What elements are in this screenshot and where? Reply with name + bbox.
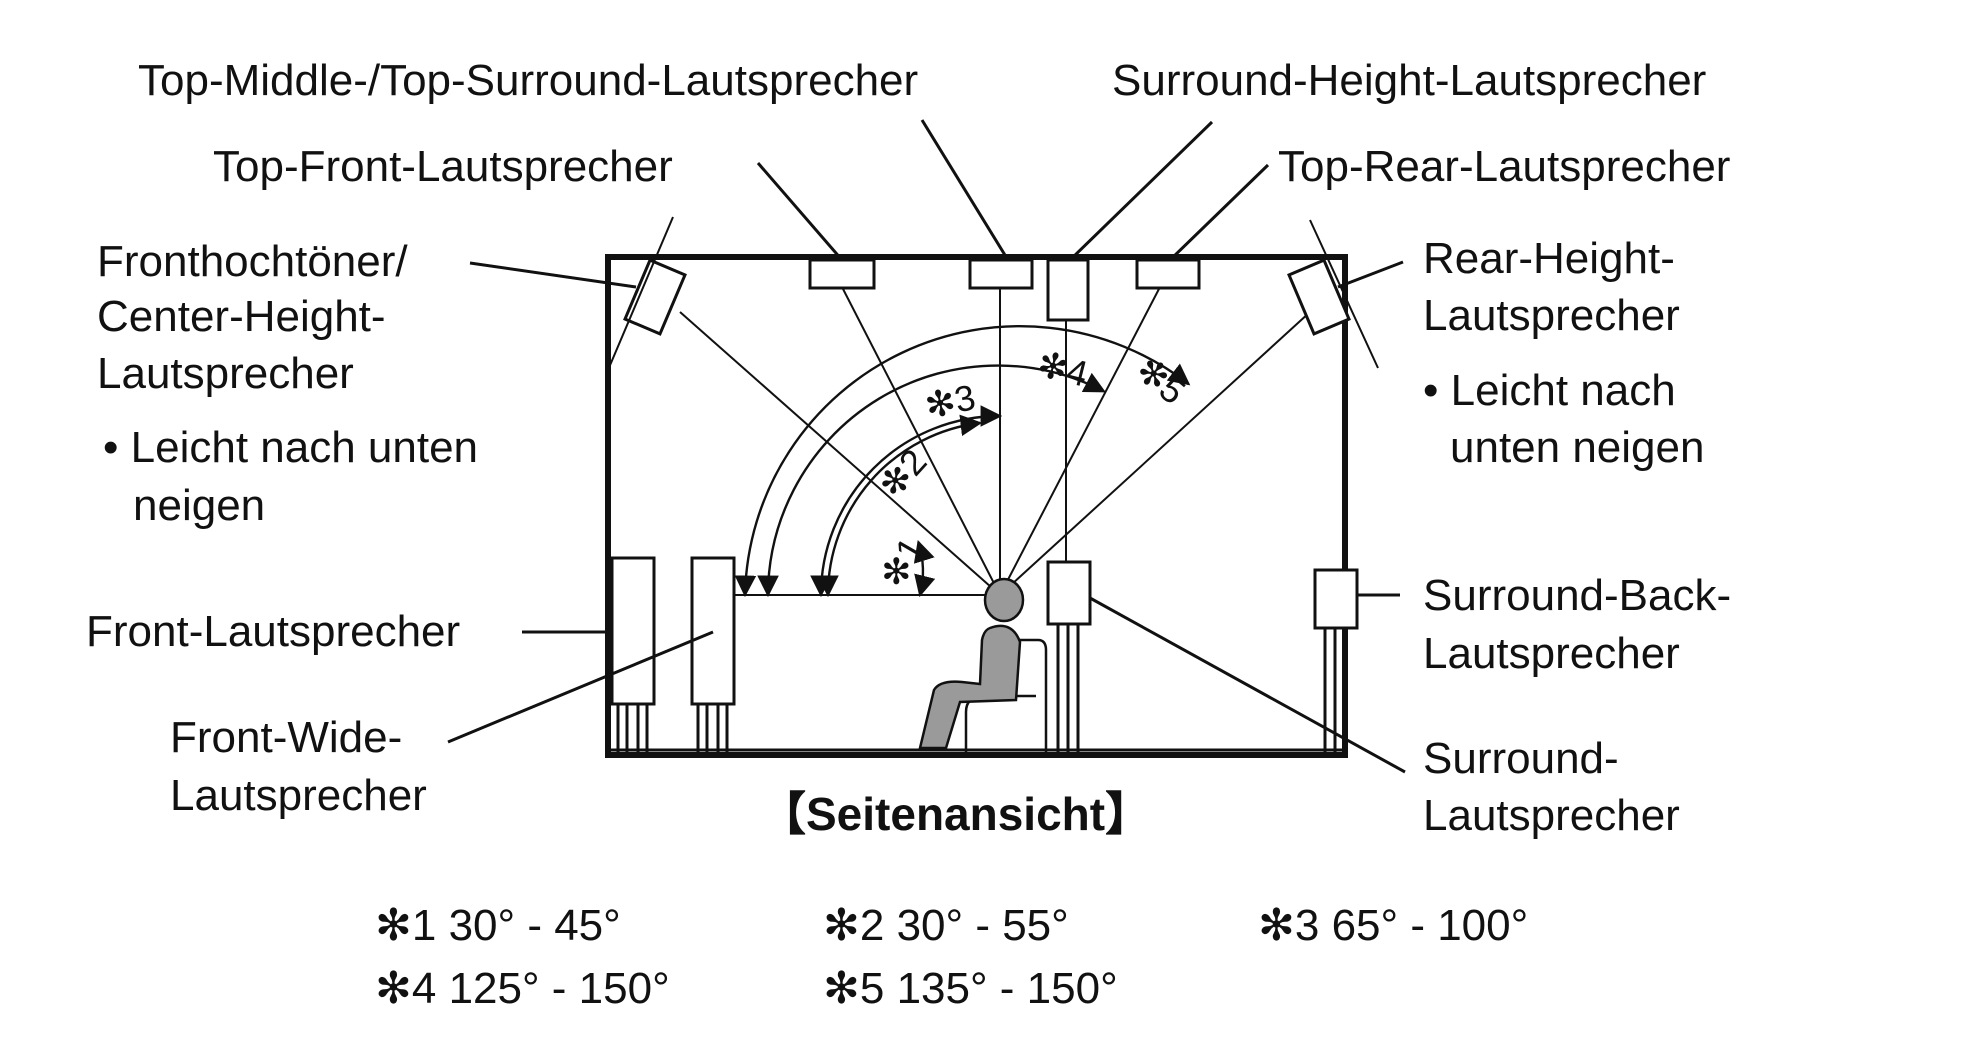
- label-surround-line-2: Lautsprecher: [1423, 791, 1680, 840]
- label-front-height-line-3: Lautsprecher: [97, 349, 354, 398]
- ceiling-speakers: [808, 258, 1201, 322]
- top-rear-speaker: [1135, 258, 1201, 290]
- label-surround-height: Surround-Height-Lautsprecher: [1112, 56, 1706, 105]
- surround-height-speaker: [1046, 258, 1090, 322]
- front-wide-speaker: [690, 556, 736, 752]
- label-front: Front-Lautsprecher: [86, 607, 460, 656]
- angle-mark-4: ✻4: [1033, 343, 1092, 395]
- angle-legend-1: ✻1 30° - 45°: [375, 901, 621, 950]
- top-middle-speaker: [968, 258, 1034, 290]
- note-rear-height-line-1: • Leicht nach: [1423, 366, 1676, 415]
- angle-legend-3: ✻3 65° - 100°: [1258, 901, 1528, 950]
- label-rear-height-line-2: Lautsprecher: [1423, 291, 1680, 340]
- front-height-speaker: [623, 258, 687, 336]
- angle-legend-5: ✻5 135° - 150°: [823, 964, 1118, 1013]
- label-front-wide-line-1: Front-Wide-: [170, 713, 402, 762]
- label-top-rear: Top-Rear-Lautsprecher: [1278, 142, 1730, 191]
- angle-mark-5: ✻5: [1129, 349, 1194, 413]
- room-outline: [605, 254, 1348, 758]
- note-front-height-line-2: neigen: [133, 481, 265, 530]
- note-rear-height-line-2: unten neigen: [1450, 423, 1704, 472]
- front-speaker: [610, 556, 656, 752]
- note-front-height-line-1: • Leicht nach unten: [103, 423, 478, 472]
- top-front-speaker: [808, 258, 876, 290]
- label-front-height-line-1: Fronthochtöner/: [97, 237, 408, 286]
- angle-legend-4: ✻4 125° - 150°: [375, 964, 670, 1013]
- view-title: 【Seitenansicht】: [760, 788, 1151, 840]
- label-front-wide-line-2: Lautsprecher: [170, 771, 427, 820]
- label-top-front: Top-Front-Lautsprecher: [213, 142, 673, 191]
- rear-height-speaker: [1287, 258, 1351, 336]
- sight-lines: [679, 286, 1311, 596]
- angle-legend-2: ✻2 30° - 55°: [823, 901, 1069, 950]
- label-surround-back-line-1: Surround-Back-: [1423, 571, 1731, 620]
- angle-arcs: [734, 325, 1191, 598]
- angle-mark-3: ✻3: [921, 376, 979, 427]
- leader-lines: [447, 119, 1406, 774]
- label-front-height-line-2: Center-Height-: [97, 292, 386, 341]
- label-rear-height-line-1: Rear-Height-: [1423, 234, 1675, 283]
- label-surround-back-line-2: Lautsprecher: [1423, 629, 1680, 678]
- surround-speaker: [1046, 560, 1092, 752]
- surround-back-speaker: [1313, 568, 1359, 752]
- label-top-middle-surround: Top-Middle-/Top-Surround-Lautsprecher: [138, 56, 918, 105]
- arc-5: [734, 325, 1191, 598]
- listener-figure: [918, 577, 1025, 750]
- label-surround-line-1: Surround-: [1423, 734, 1619, 783]
